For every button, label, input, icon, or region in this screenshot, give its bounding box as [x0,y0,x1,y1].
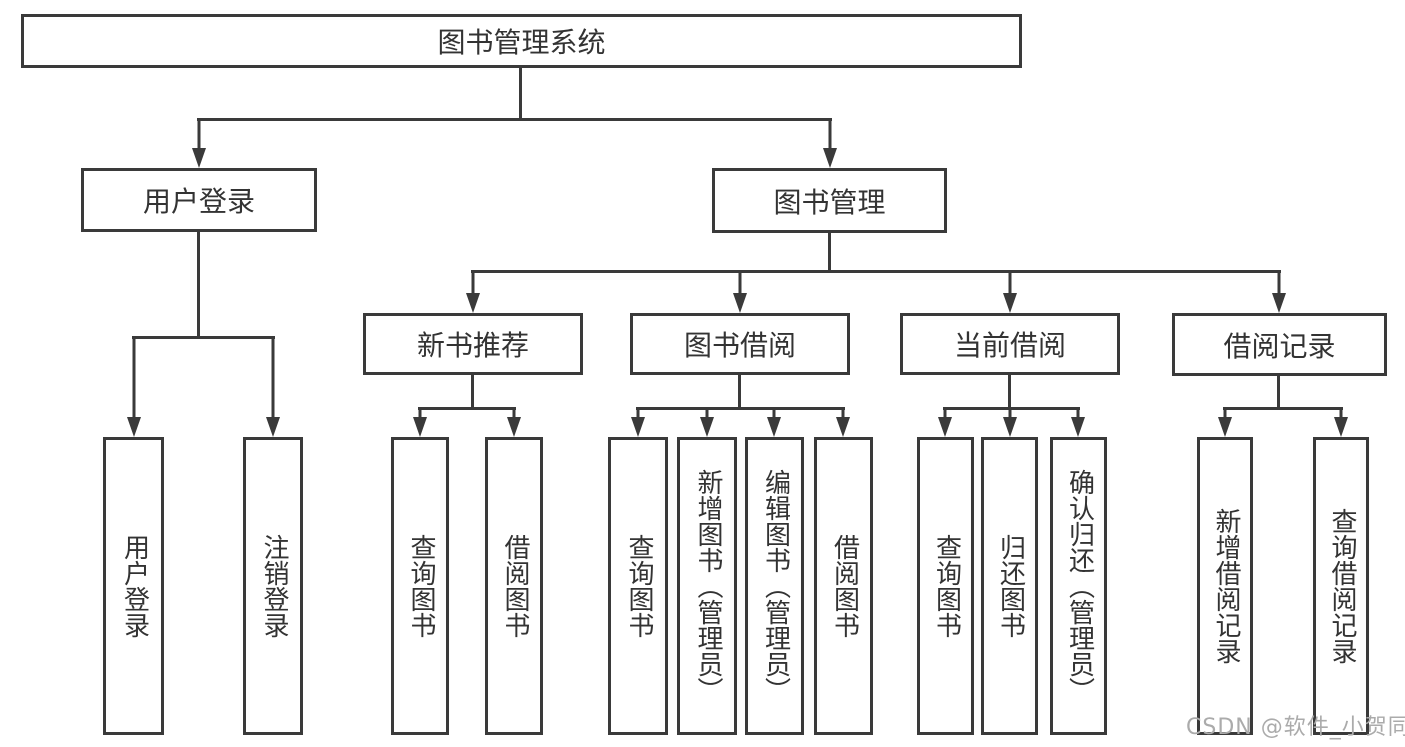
node-leaf-borrow-book-1: 借阅图书 [485,437,543,735]
arrow-shaft [1339,410,1343,423]
node-book-management-label: 图书管理 [773,185,886,219]
arrow-to-leaf-login [126,339,142,437]
arrow-to-book-borrow [732,273,748,313]
arrow-to-leaf-return-book [1002,410,1018,437]
arrow-shaft [943,410,947,423]
arrow-to-borrow-records [1271,273,1287,313]
node-leaf-query-book-1-label: 查询图书 [405,534,436,638]
arrow-shaft [738,273,742,299]
node-book-borrow-label: 图书借阅 [683,329,796,362]
arrow-to-leaf-borrow-book-1 [506,410,522,437]
node-leaf-borrow-book-2-label: 借阅图书 [829,534,860,638]
connector-new-book-recommend-bar [418,407,516,410]
arrow-to-leaf-query-book-1 [412,410,428,437]
arrow-shaft [132,339,136,423]
arrow-shaft [512,410,516,423]
node-leaf-confirm-return: 确认归还（管理员） [1050,437,1107,735]
arrow-shaft [1223,410,1227,423]
node-current-borrow: 当前借阅 [900,313,1120,375]
arrow-shaft [418,410,422,423]
node-leaf-borrow-book-1-label: 借阅图书 [499,534,530,638]
connector-book-borrow-stem [738,375,741,409]
arrow-shaft [1277,273,1281,299]
arrow-to-leaf-query-book-2 [630,410,646,437]
arrow-to-current-borrow [1002,273,1018,313]
node-leaf-user-login: 用户登录 [103,437,164,735]
node-leaf-return-book-label: 归还图书 [995,534,1026,638]
node-book-management: 图书管理 [712,168,947,233]
arrow-to-leaf-add-book [699,410,715,437]
node-leaf-query-borrow-record-label: 查询借阅记录 [1326,508,1357,664]
node-book-borrow: 图书借阅 [630,313,850,375]
node-root-label: 图书管理系统 [437,26,606,59]
csdn-watermark: CSDN @软件_小贺同学 [1186,715,1405,740]
node-borrow-records-label: 借阅记录 [1223,329,1336,363]
arrow-shaft [271,339,275,423]
connector-root-bar [197,118,832,121]
node-leaf-edit-book: 编辑图书（管理员） [745,437,804,735]
arrow-shaft [471,273,475,299]
arrow-to-leaf-edit-book [766,410,782,437]
arrow-shaft [197,121,201,154]
node-leaf-user-login-label: 用户登录 [119,534,150,638]
connector-book-management-bar [471,270,1281,273]
node-root: 图书管理系统 [21,14,1022,68]
node-borrow-records: 借阅记录 [1172,313,1387,376]
node-leaf-query-book-1: 查询图书 [391,437,449,735]
arrow-shaft [1076,410,1080,423]
node-leaf-query-book-3-label: 查询图书 [931,534,962,638]
arrow-shaft [1008,273,1012,299]
node-leaf-logout: 注销登录 [243,437,303,735]
arrow-to-leaf-add-borrow-record [1217,410,1233,437]
arrow-to-book-management [822,121,838,168]
connector-current-borrow-stem [1008,375,1011,409]
connector-book-management-stem [828,233,831,272]
node-leaf-add-borrow-record: 新增借阅记录 [1197,437,1253,735]
arrow-to-new-book-recommend [465,273,481,313]
node-leaf-query-book-2-label: 查询图书 [623,534,654,638]
connector-root-stem [519,68,522,118]
connector-book-borrow-bar [636,407,845,410]
node-user-login-label: 用户登录 [142,185,255,218]
node-leaf-add-borrow-record-label: 新增借阅记录 [1210,508,1241,664]
node-leaf-add-book: 新增图书（管理员） [677,437,737,735]
arrow-shaft [636,410,640,423]
node-new-book-recommend: 新书推荐 [363,313,583,375]
arrow-shaft [705,410,709,423]
node-leaf-edit-book-label: 编辑图书（管理员） [760,469,791,703]
connector-user-login-stem [197,232,200,337]
node-leaf-query-borrow-record: 查询借阅记录 [1313,437,1369,735]
node-user-login: 用户登录 [81,168,317,232]
node-leaf-logout-label: 注销登录 [258,534,289,638]
arrow-to-leaf-confirm-return [1070,410,1086,437]
node-leaf-borrow-book-2: 借阅图书 [814,437,873,735]
connector-current-borrow-bar [943,407,1080,410]
node-new-book-recommend-label: 新书推荐 [416,329,529,362]
node-leaf-confirm-return-label: 确认归还（管理员） [1064,469,1095,703]
arrow-to-leaf-borrow-book-2 [835,410,851,437]
arrow-shaft [841,410,845,423]
arrow-shaft [1008,410,1012,423]
node-leaf-query-book-3: 查询图书 [917,437,974,735]
arrow-to-leaf-logout [265,339,281,437]
arrow-shaft [828,121,832,154]
arrow-to-leaf-query-borrow-record [1333,410,1349,437]
node-leaf-add-book-label: 新增图书（管理员） [692,469,723,703]
arrow-to-leaf-query-book-3 [937,410,953,437]
node-leaf-return-book: 归还图书 [981,437,1038,735]
node-leaf-query-book-2: 查询图书 [608,437,668,735]
node-current-borrow-label: 当前借阅 [953,329,1066,362]
connector-new-book-recommend-stem [471,375,474,409]
connector-borrow-records-bar [1223,407,1343,410]
arrow-to-user-login [191,121,207,168]
connector-user-login-bar [132,336,275,339]
connector-borrow-records-stem [1277,375,1280,409]
arrow-shaft [772,410,776,423]
